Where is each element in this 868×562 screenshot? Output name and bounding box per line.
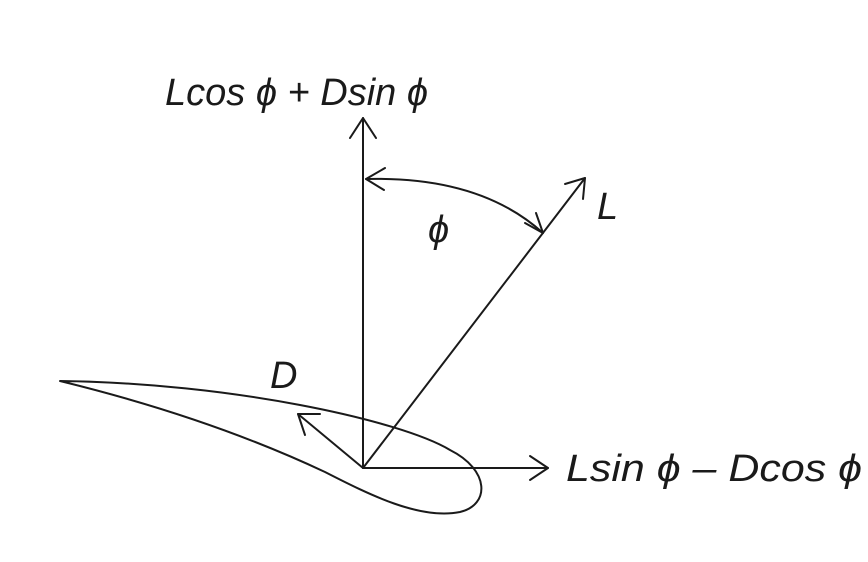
drag-label: D [270,355,297,397]
drag-vector [297,413,364,469]
lift-label: L [597,186,618,228]
horizontal-arrowhead [529,455,549,481]
angle-arc-arrowhead-right [524,212,544,234]
drag-arrowhead [297,413,321,436]
vertical-force-label: Lcos ϕ + Dsin ϕ [165,72,428,114]
angle-label: ϕ [428,209,449,251]
lift-vector [362,177,586,469]
horizontal-force-label: Lsin ϕ – Dcos ϕ [566,448,862,490]
angle-arc-arrowhead-left [365,167,386,191]
vertical-arrowhead [349,117,377,139]
airfoil-outline [59,380,483,515]
lift-arrowhead [564,177,586,200]
angle-arc [365,177,544,234]
